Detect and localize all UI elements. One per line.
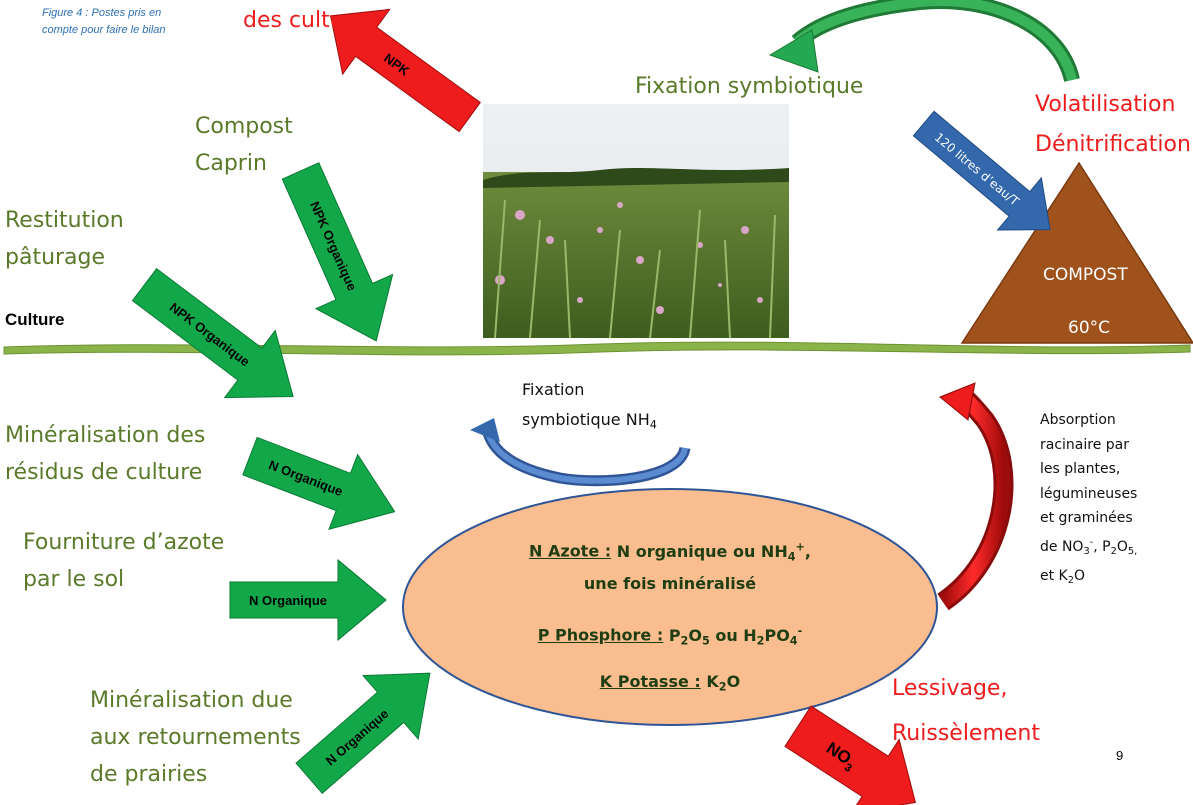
fixation-nh4-arrow — [470, 418, 691, 487]
absorption-line-4: légumineuses — [1040, 485, 1138, 502]
restitution-label-2: pâturage — [5, 245, 106, 270]
fourniture-azote-label-1: Fourniture d’azote — [23, 530, 225, 555]
absorption-text: Absorption racinaire par les plantes, lé… — [1040, 408, 1137, 593]
fixation-nh4-label-1: Fixation — [522, 380, 585, 399]
n-organique-residus-arrow: N Organique — [242, 436, 396, 531]
mineralisation-prairies-label-1: Minéralisation due — [90, 688, 293, 713]
nitrogen-label: N Azote : — [529, 541, 612, 561]
phosphorus-label: P Phosphore : — [537, 625, 664, 645]
absorption-line-7: et K2O — [1040, 567, 1085, 586]
denitrification-label: Dénitrification — [1035, 132, 1191, 157]
potassium-line: K Potasse : K2O — [490, 672, 850, 693]
absorption-line-6: de NO3-, P2O5, — [1040, 536, 1138, 557]
mineralisation-residus-label-2: résidus de culture — [5, 460, 203, 485]
field-photo — [483, 104, 789, 339]
figure-caption-line1: Figure 4 : Postes pris en — [42, 7, 162, 19]
absorption-line-3: les plantes, — [1040, 461, 1121, 477]
fixation-cycle-arrow-top — [768, 0, 1080, 83]
soil-line — [3, 341, 1191, 356]
mineralisation-prairies-label-2: aux retournements — [90, 725, 301, 750]
compost-triangle — [960, 161, 1193, 344]
nutrient-pool-ellipse — [402, 488, 938, 726]
nitrogen-line-2: une fois minéralisé — [583, 574, 757, 593]
phosphorus-line: P Phosphore : P2O5 ou H2PO4- — [490, 624, 850, 647]
fourniture-azote-label-2: par le sol — [23, 567, 125, 592]
water-input-label: 120 litres d’eau/T — [932, 130, 1022, 209]
restitution-label-1: Restitution — [5, 208, 124, 233]
nitrogen-line: N Azote : N organique ou NH4+, — [490, 540, 850, 563]
culture-label: Culture — [5, 310, 65, 329]
ruissellement-label: Ruissèlement — [892, 721, 1040, 746]
no3-leaching-arrow: NO3 — [784, 705, 917, 805]
n-organique-prairies-arrow: N Organique — [295, 672, 431, 794]
fixation-nh4-label: Fixation symbiotique NH4 — [522, 375, 657, 440]
potassium-label: K Potasse : — [599, 672, 701, 691]
npk-organique-compost-arrow: NPK Organique — [281, 162, 394, 342]
absorption-arrow — [937, 382, 1014, 611]
absorption-line-2: racinaire par — [1040, 436, 1129, 453]
compost-caprin-label-2: Caprin — [195, 151, 267, 176]
compost-caprin-label-1: Compost — [195, 114, 293, 139]
figure-caption-line2: compte pour faire le bilan — [42, 24, 166, 36]
mineralisation-prairies-label-3: de prairies — [90, 762, 208, 787]
fixation-symbiotique-label: Fixation symbiotique — [635, 74, 864, 99]
compost-label: COMPOST — [1043, 265, 1128, 285]
lessivage-label: Lessivage, — [892, 676, 1008, 701]
phosphorus-forms: P2O5 ou H2PO4- — [668, 624, 803, 648]
npk-export-arrow: NPK — [329, 8, 481, 133]
volatilisation-label: Volatilisation — [1035, 92, 1176, 117]
nitrogen-forms: N organique ou NH4+, — [616, 540, 811, 564]
page-number: 9 — [1116, 748, 1124, 763]
fixation-nh4-label-2: symbiotique NH4 — [522, 410, 657, 432]
n-organique-sol-arrow: N Organique — [229, 558, 387, 642]
n-organique-sol-label: N Organique — [249, 593, 327, 608]
npk-organique-restitution-arrow: NPK Organique — [131, 267, 294, 399]
exportations-label: des cultures — [243, 8, 378, 33]
absorption-line-5: et graminées — [1040, 510, 1133, 526]
mineralisation-residus-label-1: Minéralisation des — [5, 423, 206, 448]
absorption-line-1: Absorption — [1040, 412, 1116, 428]
potassium-forms: K2O — [706, 672, 741, 694]
figure-caption: Figure 4 : Postes pris en compte pour fa… — [42, 5, 212, 39]
compost-temperature: 60°C — [1068, 318, 1111, 338]
